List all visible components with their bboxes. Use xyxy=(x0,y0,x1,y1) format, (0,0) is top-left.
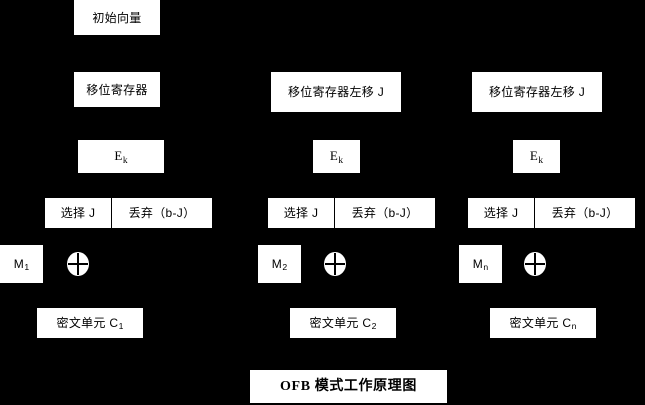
shift-register-label-2: 移位寄存器左移 J xyxy=(287,85,385,99)
select-box-3: 选择 J xyxy=(468,198,534,228)
discard-box-2: 丢弃（b-J） xyxy=(335,198,435,228)
encrypt-box-2: Ek xyxy=(313,140,360,173)
discard-label-1: 丢弃（b-J） xyxy=(128,206,196,220)
encrypt-box-3: Ek xyxy=(513,140,560,173)
select-label-3: 选择 J xyxy=(483,206,519,220)
xor-icon-2 xyxy=(324,252,346,276)
discard-label-2: 丢弃（b-J） xyxy=(351,206,419,220)
shift-register-box-2: 移位寄存器左移 J xyxy=(271,72,401,112)
ciphertext-label-2: 密文单元 C2 xyxy=(309,316,377,332)
xor-icon-1 xyxy=(67,252,89,276)
encrypt-box-1: Ek xyxy=(78,140,164,173)
discard-label-3: 丢弃（b-J） xyxy=(551,206,619,220)
message-box-1: M1 xyxy=(0,245,43,283)
encrypt-label-2: Ek xyxy=(329,148,344,166)
message-label-2: M2 xyxy=(271,257,288,273)
message-label-3: Mn xyxy=(472,257,489,273)
shift-register-box-1: 移位寄存器 xyxy=(74,72,160,107)
initial-vector-label: 初始向量 xyxy=(92,10,142,25)
ciphertext-label-3: 密文单元 Cn xyxy=(509,316,577,332)
shift-register-label-3: 移位寄存器左移 J xyxy=(488,85,586,99)
message-box-3: Mn xyxy=(459,245,502,283)
diagram-title-label: OFB 模式工作原理图 xyxy=(280,378,417,394)
encrypt-label-1: Ek xyxy=(114,148,128,166)
discard-box-3: 丢弃（b-J） xyxy=(535,198,635,228)
select-box-1: 选择 J xyxy=(45,198,111,228)
select-box-2: 选择 J xyxy=(268,198,334,228)
initial-vector-box-1: 初始向量 xyxy=(74,0,160,35)
shift-register-label-1: 移位寄存器 xyxy=(86,82,148,97)
select-label-1: 选择 J xyxy=(60,206,96,220)
discard-box-1: 丢弃（b-J） xyxy=(112,198,212,228)
diagram-title-box: OFB 模式工作原理图 xyxy=(250,370,447,403)
message-label-1: M1 xyxy=(13,257,30,273)
shift-register-box-3: 移位寄存器左移 J xyxy=(472,72,602,112)
ciphertext-box-3: 密文单元 Cn xyxy=(490,308,596,338)
ciphertext-label-1: 密文单元 C1 xyxy=(56,316,124,332)
select-label-2: 选择 J xyxy=(283,206,319,220)
xor-icon-3 xyxy=(524,252,546,276)
ciphertext-box-2: 密文单元 C2 xyxy=(290,308,396,338)
encrypt-label-3: Ek xyxy=(529,148,544,166)
message-box-2: M2 xyxy=(258,245,301,283)
ciphertext-box-1: 密文单元 C1 xyxy=(37,308,143,338)
